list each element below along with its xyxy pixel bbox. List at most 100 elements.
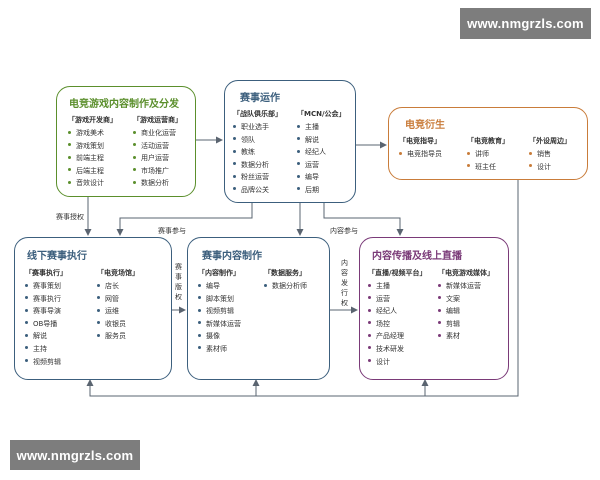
arrow-ops-to-broadcast: [323, 203, 404, 236]
list-item: 销售: [529, 148, 571, 161]
list-item: 网管: [97, 293, 139, 306]
list-item: 教练: [233, 146, 282, 159]
column-head: 「数据服务」: [264, 269, 306, 277]
list-item: 解说: [25, 330, 67, 343]
list-item: 领队: [233, 134, 282, 147]
column-head: 「MCN/公会」: [297, 110, 346, 118]
list-item: 电竞指导员: [399, 148, 442, 161]
box-title: 赛事运作: [240, 93, 280, 104]
box-title: 电竞游戏内容制作及分发: [69, 99, 179, 110]
list-item: 市场推广: [133, 165, 182, 178]
label-distribution: 内容发行权: [341, 259, 348, 307]
list-item: 主播: [368, 280, 427, 293]
list-item: 视频剪辑: [25, 356, 67, 369]
list-item: 编导: [198, 280, 241, 293]
list-item: 粉丝运营: [233, 171, 282, 184]
box-title: 线下赛事执行: [27, 251, 87, 262]
box-title: 赛事内容制作: [202, 251, 262, 262]
list-item: 游戏美术: [68, 127, 117, 140]
list-item: 用户运营: [133, 152, 182, 165]
list-item: 运营: [297, 159, 346, 172]
list-item: 素材师: [198, 343, 241, 356]
list-item: 收银员: [97, 318, 139, 331]
list-item: 产品经理: [368, 330, 427, 343]
watermark-top: www.nmgrzls.com: [460, 8, 591, 39]
list-item: 新媒体运营: [438, 280, 494, 293]
column-mcn: 「MCN/公会」 主播 解说 经纪人 运营 编导 后期: [297, 109, 346, 197]
list-item: 经纪人: [297, 146, 346, 159]
arrow-ops-to-offline: [116, 203, 253, 236]
label-participation-right: 内容参与: [330, 227, 358, 235]
column-head: 「电竞场馆」: [97, 269, 139, 277]
list-item: 数据分析: [233, 159, 282, 172]
list-item: 解说: [297, 134, 346, 147]
list-item: 摄像: [198, 330, 241, 343]
column-head: 「内容制作」: [198, 269, 240, 277]
column-game-operator: 「游戏运营商」 商业化运营 活动运营 用户运营 市场推广 数据分析: [133, 115, 182, 190]
column-head: 「电竞教育」: [467, 137, 509, 145]
column-live-platform: 「直播/视频平台」 主播 运营 经纪人 场控 产品经理 技术研发 设计: [368, 268, 427, 368]
list-item: 服务员: [97, 330, 139, 343]
list-item: 运营: [368, 293, 427, 306]
label-participation-left: 赛事参与: [158, 227, 186, 235]
box-title: 电竞衍生: [405, 120, 445, 131]
list-item: 商业化运营: [133, 127, 182, 140]
label-authorization: 赛事授权: [56, 213, 84, 221]
watermark-bottom: www.nmgrzls.com: [10, 440, 140, 470]
list-item: 品牌公关: [233, 184, 282, 197]
column-peripherals: 「外设周边」 销售 设计: [529, 136, 571, 173]
column-content-making: 「内容制作」 编导 脚本策划 视频剪辑 新媒体运营 摄像 素材师: [198, 268, 241, 356]
column-event-execution: 「赛事执行」 赛事策划 赛事执行 赛事导演 OB导播 解说 主持 视频剪辑: [25, 268, 67, 368]
list-item: 素材: [438, 330, 494, 343]
list-item: 文案: [438, 293, 494, 306]
column-head: 「直播/视频平台」: [368, 269, 427, 277]
column-esports-guide: 「电竞指导」 电竞指导员: [399, 136, 442, 161]
list-item: 主播: [297, 121, 346, 134]
list-item: 经纪人: [368, 305, 427, 318]
list-item: 赛事导演: [25, 305, 67, 318]
list-item: 讲师: [467, 148, 509, 161]
column-head: 「电竞指导」: [399, 137, 441, 145]
column-club: 「战队俱乐部」 职业选手 领队 教练 数据分析 粉丝运营 品牌公关: [233, 109, 282, 197]
list-item: 后期: [297, 184, 346, 197]
list-item: 场控: [368, 318, 427, 331]
box-content-dev: 电竞游戏内容制作及分发 「游戏开发商」 游戏美术 游戏策划 前端主程 后端主程 …: [56, 86, 196, 197]
list-item: 编辑: [438, 305, 494, 318]
column-game-developer: 「游戏开发商」 游戏美术 游戏策划 前端主程 后端主程 音效设计: [68, 115, 117, 190]
loop-bottom: [86, 379, 518, 397]
list-item: 新媒体运营: [198, 318, 241, 331]
list-item: 数据分析师: [264, 280, 307, 293]
list-item: 赛事策划: [25, 280, 67, 293]
list-item: 设计: [368, 356, 427, 369]
label-copyright: 赛事版权: [175, 263, 182, 301]
box-title: 内容传播及线上直播: [372, 251, 462, 262]
list-item: 赛事执行: [25, 293, 67, 306]
column-esports-venue: 「电竞场馆」 店长 网管 运维 收银员 服务员: [97, 268, 139, 343]
box-derivatives: 电竞衍生 「电竞指导」 电竞指导员 「电竞教育」 讲师 班主任 「外设周边」 销…: [388, 107, 588, 180]
list-item: 音效设计: [68, 177, 117, 190]
box-offline-execution: 线下赛事执行 「赛事执行」 赛事策划 赛事执行 赛事导演 OB导播 解说 主持 …: [14, 237, 172, 380]
box-event-ops: 赛事运作 「战队俱乐部」 职业选手 领队 教练 数据分析 粉丝运营 品牌公关 「…: [224, 80, 356, 203]
list-item: 班主任: [467, 161, 509, 174]
list-item: 技术研发: [368, 343, 427, 356]
column-esports-media: 「电竞游戏媒体」 新媒体运营 文案 编辑 剪辑 素材: [438, 268, 494, 343]
box-content-production: 赛事内容制作 「内容制作」 编导 脚本策划 视频剪辑 新媒体运营 摄像 素材师 …: [187, 237, 330, 380]
column-head: 「赛事执行」: [25, 269, 67, 277]
list-item: 后端主程: [68, 165, 117, 178]
column-head: 「电竞游戏媒体」: [438, 269, 494, 277]
list-item: 剪辑: [438, 318, 494, 331]
list-item: 职业选手: [233, 121, 282, 134]
column-head: 「游戏运营商」: [133, 116, 182, 124]
list-item: 数据分析: [133, 177, 182, 190]
column-data-service: 「数据服务」 数据分析师: [264, 268, 307, 293]
column-head: 「外设周边」: [529, 137, 571, 145]
column-head: 「游戏开发商」: [68, 116, 117, 124]
column-head: 「战队俱乐部」: [233, 110, 282, 118]
list-item: 活动运营: [133, 140, 182, 153]
box-broadcast: 内容传播及线上直播 「直播/视频平台」 主播 运营 经纪人 场控 产品经理 技术…: [359, 237, 509, 380]
list-item: 编导: [297, 171, 346, 184]
list-item: 设计: [529, 161, 571, 174]
list-item: 视频剪辑: [198, 305, 241, 318]
list-item: 运维: [97, 305, 139, 318]
